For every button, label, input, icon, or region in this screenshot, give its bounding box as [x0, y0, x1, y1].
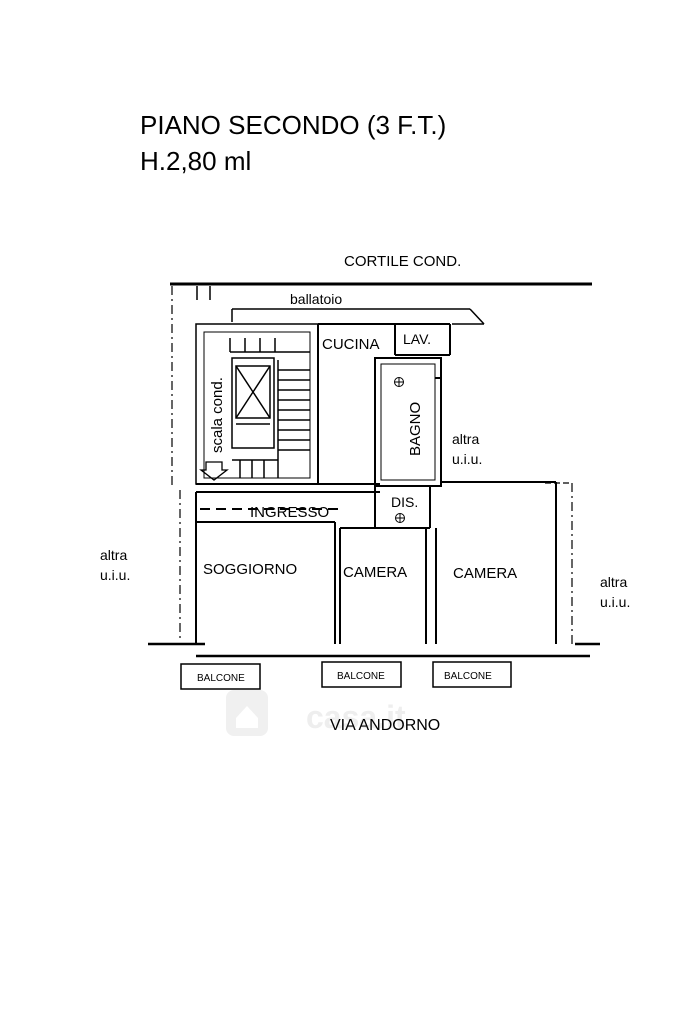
vent-symbols	[394, 377, 405, 523]
neighbor-label-line2: u.i.u.	[600, 594, 630, 610]
room-entrance-label: INGRESSO	[250, 504, 329, 521]
neighbor-label-line1: altra	[100, 547, 127, 563]
balcony-label: BALCONE	[337, 671, 385, 682]
watermark-text: casa.it	[306, 699, 406, 735]
room-living-label: SOGGIORNO	[203, 561, 297, 578]
neighbor-label-line2: u.i.u.	[100, 567, 130, 583]
street-label: VIA ANDORNO	[330, 717, 440, 734]
stair-down-arrow-icon	[199, 461, 229, 481]
courtyard-label: CORTILE COND.	[344, 253, 461, 270]
balconies	[180, 661, 512, 690]
stairs-label: scala cond.	[209, 377, 226, 453]
walkway	[196, 286, 485, 325]
neighbor-label-line2: u.i.u.	[452, 451, 482, 467]
room-hallway-label: DIS.	[391, 494, 418, 510]
room-laundry-label: LAV.	[403, 331, 431, 347]
balcony-label: BALCONE	[197, 673, 245, 684]
plan-title: PIANO SECONDO (3 F.T.)	[140, 110, 447, 140]
neighbor-label-line1: altra	[452, 431, 479, 447]
room-bedroom1-label: CAMERA	[343, 564, 407, 581]
apartment-walls	[195, 323, 557, 644]
room-kitchen-label: CUCINA	[322, 336, 380, 353]
watermark: casa.it	[226, 690, 406, 736]
room-bathroom-label: BAGNO	[407, 402, 424, 456]
walkway-label: ballatoio	[290, 291, 342, 307]
balcony-label: BALCONE	[444, 671, 492, 682]
room-bedroom2-label: CAMERA	[453, 565, 517, 582]
ceiling-height: H.2,80 ml	[140, 146, 252, 176]
neighbor-label-line1: altra	[600, 574, 627, 590]
